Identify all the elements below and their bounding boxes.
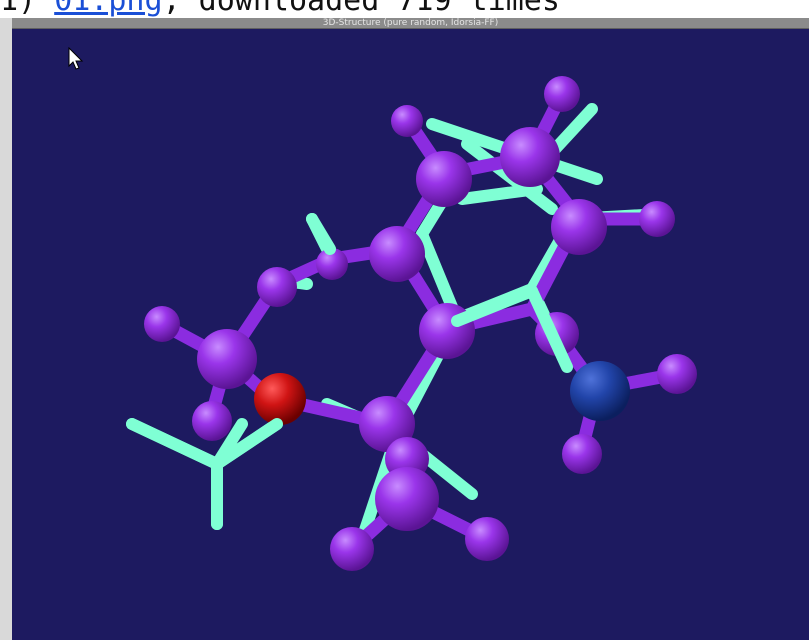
download-caption: 1) 01.png, downloaded 719 times xyxy=(0,0,809,18)
structure-window: 3D-Structure (pure random, Idorsia-FF) xyxy=(0,18,809,640)
caption-line: 1) 01.png, downloaded 719 times xyxy=(0,0,560,18)
molecule-3d-render xyxy=(126,76,697,571)
image-link[interactable]: 01.png xyxy=(54,0,163,18)
atoms xyxy=(144,76,697,571)
window-left-edge xyxy=(0,18,12,640)
3d-structure-viewport[interactable] xyxy=(12,29,809,640)
window-title: 3D-Structure (pure random, Idorsia-FF) xyxy=(12,18,809,29)
caption-suffix: , downloaded 719 times xyxy=(162,0,560,18)
caption-prefix: 1) xyxy=(0,0,37,18)
arrow-cursor-icon xyxy=(68,47,84,70)
cyan-front-bonds xyxy=(126,213,573,530)
